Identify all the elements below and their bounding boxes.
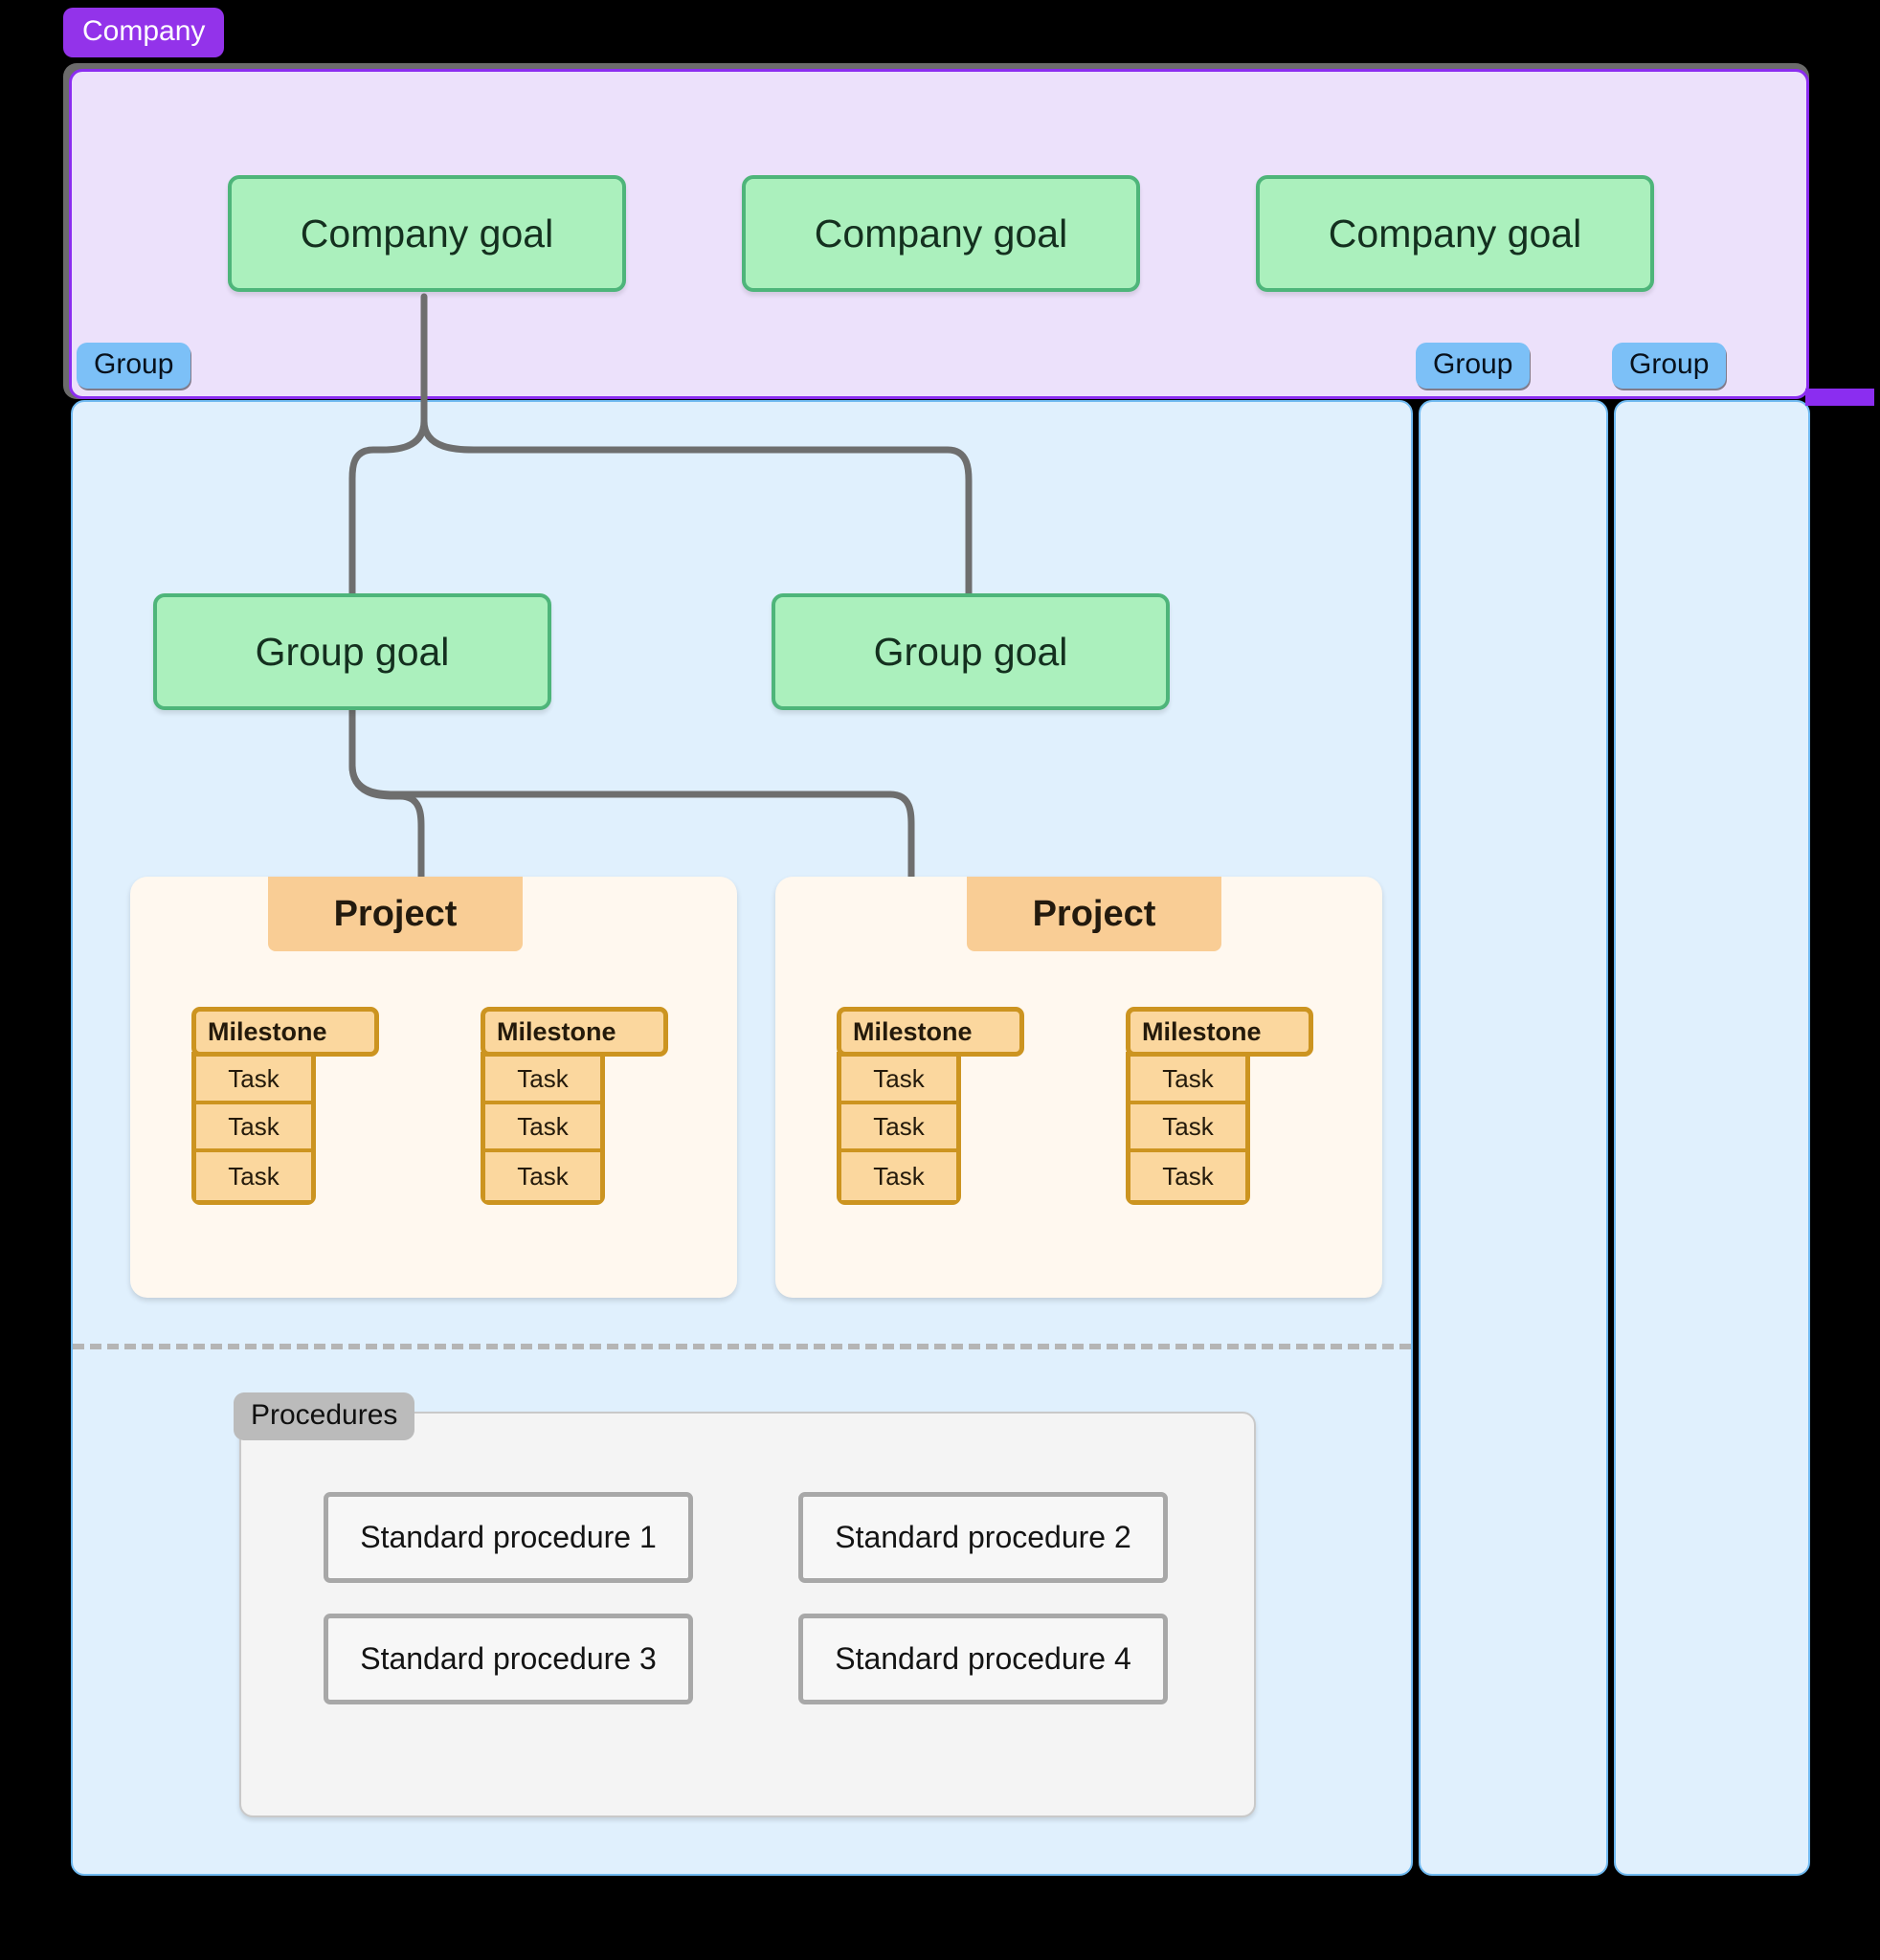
milestones-row-1: Milestone Task Task Task Milestone Task … <box>130 1007 737 1205</box>
group-tag-3[interactable]: Group <box>1612 343 1727 389</box>
task-item[interactable]: Task <box>196 1152 311 1200</box>
project-panel-2[interactable]: Project Milestone Task Task Task Milesto… <box>775 877 1382 1298</box>
group-column-2[interactable] <box>1419 400 1608 1876</box>
company-goal-box-3[interactable]: Company goal <box>1256 175 1654 292</box>
milestones-row-2: Milestone Task Task Task Milestone Task … <box>775 1007 1382 1205</box>
project-panel-1[interactable]: Project Milestone Task Task Task Milesto… <box>130 877 737 1298</box>
milestone-group[interactable]: Milestone Task Task Task <box>191 1007 379 1205</box>
group-column-3[interactable] <box>1614 400 1810 1876</box>
task-item[interactable]: Task <box>841 1152 956 1200</box>
procedure-item-4[interactable]: Standard procedure 4 <box>798 1614 1168 1704</box>
task-stack: Task Task Task <box>837 1052 961 1205</box>
task-item[interactable]: Task <box>841 1057 956 1104</box>
milestone-header[interactable]: Milestone <box>191 1007 379 1057</box>
procedures-grid: Standard procedure 1 Standard procedure … <box>324 1492 1185 1704</box>
procedure-item-3[interactable]: Standard procedure 3 <box>324 1614 693 1704</box>
procedure-item-1[interactable]: Standard procedure 1 <box>324 1492 693 1583</box>
group-goal-box-1[interactable]: Group goal <box>153 593 551 710</box>
task-stack: Task Task Task <box>481 1052 605 1205</box>
company-tag[interactable]: Company <box>63 8 225 57</box>
task-item[interactable]: Task <box>841 1104 956 1152</box>
task-stack: Task Task Task <box>1126 1052 1250 1205</box>
task-item[interactable]: Task <box>196 1104 311 1152</box>
milestone-header[interactable]: Milestone <box>1126 1007 1313 1057</box>
company-band-edge-marker <box>1805 389 1874 406</box>
procedure-item-2[interactable]: Standard procedure 2 <box>798 1492 1168 1583</box>
task-item[interactable]: Task <box>1130 1152 1245 1200</box>
company-goal-box-1[interactable]: Company goal <box>228 175 626 292</box>
procedures-tag[interactable]: Procedures <box>234 1392 415 1440</box>
task-item[interactable]: Task <box>485 1152 600 1200</box>
task-item[interactable]: Task <box>1130 1057 1245 1104</box>
milestone-group[interactable]: Milestone Task Task Task <box>481 1007 668 1205</box>
milestone-group[interactable]: Milestone Task Task Task <box>1126 1007 1313 1205</box>
group-goal-box-2[interactable]: Group goal <box>772 593 1170 710</box>
company-goals-row: Company goal Company goal Company goal <box>72 175 1806 292</box>
milestone-group[interactable]: Milestone Task Task Task <box>837 1007 1024 1205</box>
task-item[interactable]: Task <box>485 1057 600 1104</box>
company-band[interactable]: Company goal Company goal Company goal <box>69 69 1809 399</box>
task-item[interactable]: Task <box>1130 1104 1245 1152</box>
task-stack: Task Task Task <box>191 1052 316 1205</box>
company-goal-box-2[interactable]: Company goal <box>742 175 1140 292</box>
task-item[interactable]: Task <box>196 1057 311 1104</box>
section-divider <box>73 1344 1411 1349</box>
procedures-panel[interactable]: Procedures Standard procedure 1 Standard… <box>234 1392 1256 1817</box>
project-title-1: Project <box>268 877 523 951</box>
project-title-2: Project <box>967 877 1221 951</box>
group-tag-1[interactable]: Group <box>77 343 191 389</box>
task-item[interactable]: Task <box>485 1104 600 1152</box>
group-tag-2[interactable]: Group <box>1416 343 1531 389</box>
milestone-header[interactable]: Milestone <box>837 1007 1024 1057</box>
milestone-header[interactable]: Milestone <box>481 1007 668 1057</box>
